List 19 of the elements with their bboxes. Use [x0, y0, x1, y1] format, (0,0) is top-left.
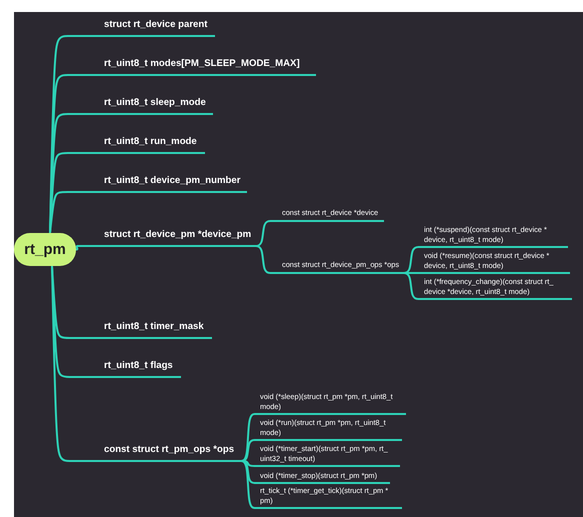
branch-connector — [49, 191, 78, 234]
branch-topic: rt_uint8_t timer_mask — [78, 321, 212, 339]
branch-topic: const struct rt_pm_ops *ops — [78, 444, 240, 462]
branch-topic: rt_uint8_t flags — [78, 360, 181, 378]
branch-connector — [402, 272, 420, 300]
branch-connector — [240, 413, 256, 462]
branch-topic: rt_uint8_t device_pm_number — [78, 175, 247, 193]
branch-connector — [49, 152, 78, 234]
root-topic: rt_pm — [14, 233, 76, 266]
branch-connector — [51, 266, 78, 462]
branch-connector — [240, 460, 256, 509]
branch-topic: rt_uint8_t run_mode — [78, 136, 205, 154]
branch-connector — [75, 245, 79, 250]
branch-topic: rt_uint8_t sleep_mode — [78, 97, 213, 115]
branch-connector — [240, 460, 256, 484]
branch-topic: rt_uint8_t modes[PM_SLEEP_MODE_MAX] — [78, 58, 316, 76]
branch-connector — [240, 439, 256, 462]
branch-topic: struct rt_device parent — [78, 19, 215, 37]
branch-topic: struct rt_device_pm *device_pm — [78, 229, 254, 247]
